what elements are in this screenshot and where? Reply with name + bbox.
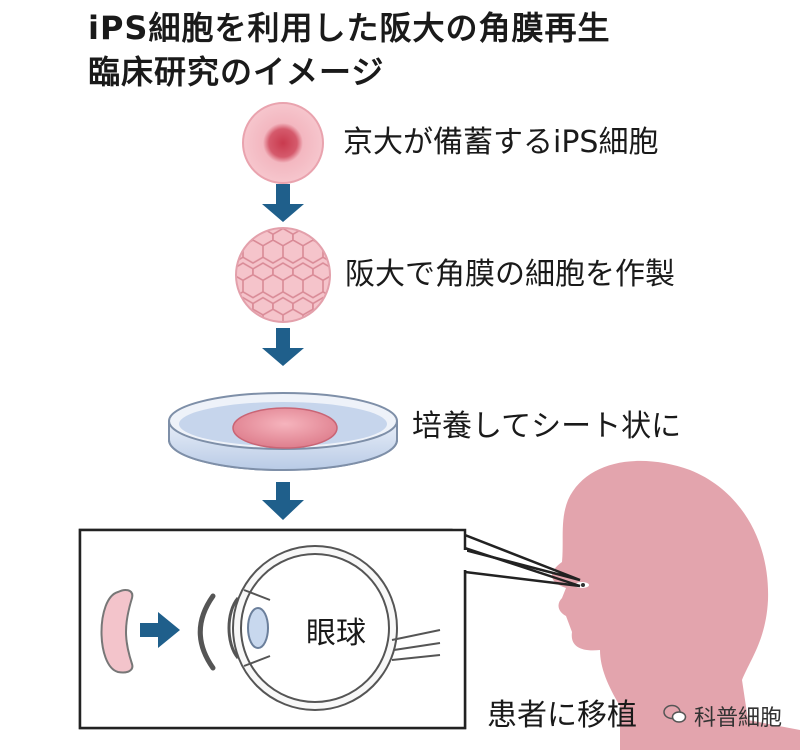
callout-line-upper [464, 546, 581, 588]
watermark-text: 科普細胞 [694, 706, 783, 731]
corneal-sheet-icon [100, 589, 134, 674]
corneal-cells-icon [235, 227, 331, 323]
title-line-2: 臨床研究のイメージ [88, 53, 385, 91]
callout-line-lower [464, 570, 581, 588]
wechat-icon [663, 704, 687, 723]
watermark: 科普細胞 [664, 700, 782, 732]
arrow-down-icon-1 [262, 184, 304, 222]
eyeball-icon [227, 545, 441, 711]
patient-label: 患者に移植 [487, 698, 637, 733]
diagram-title: iPS細胞を利用した阪大の角膜再生 臨床研究のイメージ [88, 6, 610, 94]
curved-sheet-icon [197, 593, 216, 671]
arrow-right-icon [140, 612, 180, 648]
step-label-ips: 京大が備蓄するiPS細胞 [343, 125, 659, 160]
ips-cell-icon [242, 102, 324, 184]
step-label-sheet: 培養してシート状に [412, 409, 682, 444]
arrow-down-icon-2 [262, 328, 304, 366]
culture-dish-icon [168, 392, 398, 471]
arrow-down-icon-3 [262, 482, 304, 520]
title-line-1: iPS細胞を利用した阪大の角膜再生 [88, 9, 611, 47]
eyeball-label: 眼球 [306, 616, 366, 651]
step-label-cornea: 阪大で角膜の細胞を作製 [345, 257, 675, 292]
